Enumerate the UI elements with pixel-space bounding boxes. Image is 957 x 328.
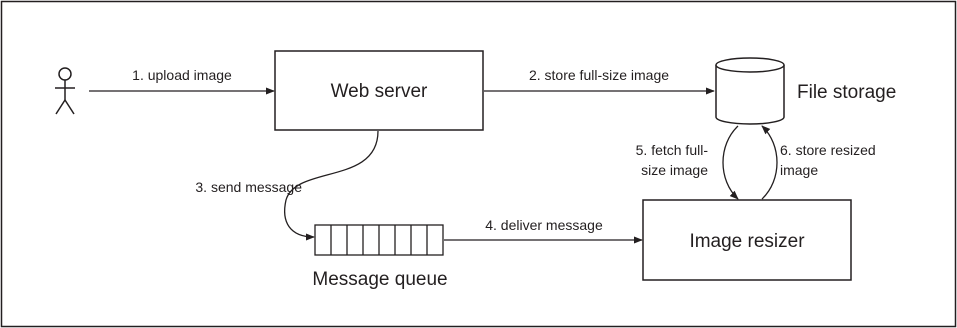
image-resizer-label: Image resizer	[689, 231, 805, 252]
deliver-message-label: 4. deliver message	[485, 217, 603, 233]
store-resized-label-2: image	[780, 162, 818, 178]
fetch-full-label-1: 5. fetch full-	[636, 142, 709, 158]
fetch-full-arrow	[722, 125, 739, 200]
send-message-label: 3. send message	[195, 179, 302, 195]
message-queue-label: Message queue	[312, 269, 447, 290]
store-resized-arrow	[761, 125, 778, 200]
message-queue-icon	[314, 224, 444, 256]
send-message-arrow	[284, 130, 379, 241]
image-resizer-box	[642, 199, 852, 281]
web-server-box	[274, 50, 484, 131]
person-icon	[55, 67, 75, 115]
fetch-full-label-2: size image	[641, 162, 708, 178]
store-full-label: 2. store full-size image	[529, 67, 669, 83]
store-resized-label-1: 6. store resized	[780, 142, 876, 158]
cylinder-icon	[715, 57, 785, 125]
upload-label: 1. upload image	[132, 67, 232, 83]
file-storage-label: File storage	[797, 82, 896, 103]
web-server-label: Web server	[331, 81, 428, 102]
